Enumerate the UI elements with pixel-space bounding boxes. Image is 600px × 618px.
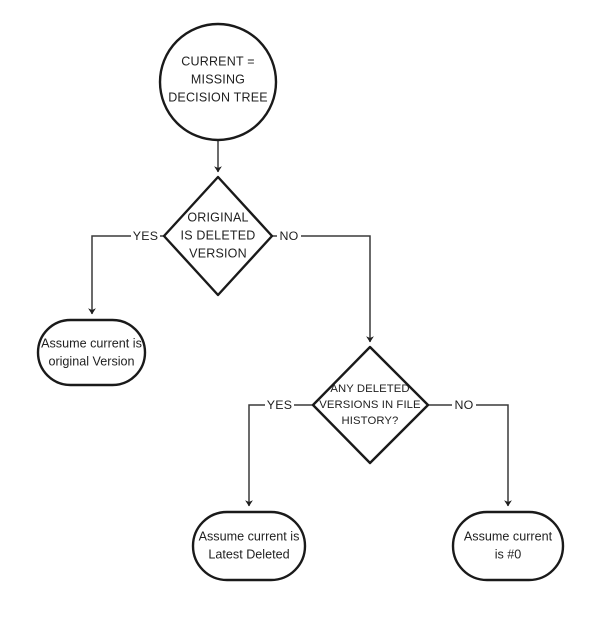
- decision1-line-3: VERSION: [189, 246, 247, 260]
- outcome3-stadium-shape: [451, 510, 565, 582]
- decision2-line-1: ANY DELETED: [330, 383, 409, 395]
- node-outcome-original-version[interactable]: Assume current is original Version: [36, 318, 147, 387]
- decision2-line-3: HISTORY?: [342, 415, 399, 427]
- edge-decision1-yes: [88, 235, 164, 315]
- decision2-diamond-shape: [311, 345, 430, 465]
- decision2-yes-label-bg: [265, 397, 294, 413]
- decision1-no-label: NO: [280, 229, 299, 243]
- decision2-line-2: VERSIONS IN FILE: [319, 399, 421, 411]
- decision1-no-label-bg: [277, 228, 301, 244]
- decision1-diamond-shape: [162, 175, 274, 297]
- node-outcome-latest-deleted[interactable]: Assume current is Latest Deleted: [191, 510, 307, 582]
- decision2-no-label: NO: [455, 398, 474, 412]
- decision2-no-label-bg: [452, 397, 476, 413]
- decision1-yes-label: YES: [133, 229, 158, 243]
- outcome3-line-1: Assume current: [464, 529, 553, 543]
- edge-labels-group: YES NO YES NO: [131, 228, 476, 413]
- outcome1-line-2: original Version: [48, 354, 134, 368]
- outcome1-line-1: Assume current is: [41, 336, 142, 350]
- decision1-line-1: ORIGINAL: [187, 210, 248, 224]
- decision2-yes-label: YES: [267, 398, 292, 412]
- start-line-3: DECISION TREE: [168, 90, 268, 104]
- start-line-2: MISSING: [191, 72, 245, 86]
- node-outcome-number-zero[interactable]: Assume current is #0: [451, 510, 565, 582]
- start-circle-shape: [158, 22, 278, 142]
- outcome3-line-2: is #0: [495, 547, 522, 561]
- connectors-group: [88, 140, 512, 507]
- node-decision-any-deleted-versions-in-file-history[interactable]: ANY DELETED VERSIONS IN FILE HISTORY?: [311, 345, 430, 465]
- node-start[interactable]: CURRENT = MISSING DECISION TREE: [158, 22, 278, 142]
- node-decision-original-is-deleted-version[interactable]: ORIGINAL IS DELETED VERSION: [162, 175, 274, 297]
- outcome2-stadium-shape: [191, 510, 307, 582]
- edge-decision2-yes: [245, 404, 313, 507]
- edge-decision1-no: [272, 235, 374, 343]
- decision1-line-2: IS DELETED: [181, 228, 256, 242]
- outcome2-line-1: Assume current is: [199, 529, 300, 543]
- decision1-yes-label-bg: [131, 228, 160, 244]
- outcome1-stadium-shape: [36, 318, 147, 387]
- outcome2-line-2: Latest Deleted: [208, 547, 289, 561]
- start-line-1: CURRENT =: [181, 54, 254, 68]
- edge-decision2-no: [428, 404, 512, 507]
